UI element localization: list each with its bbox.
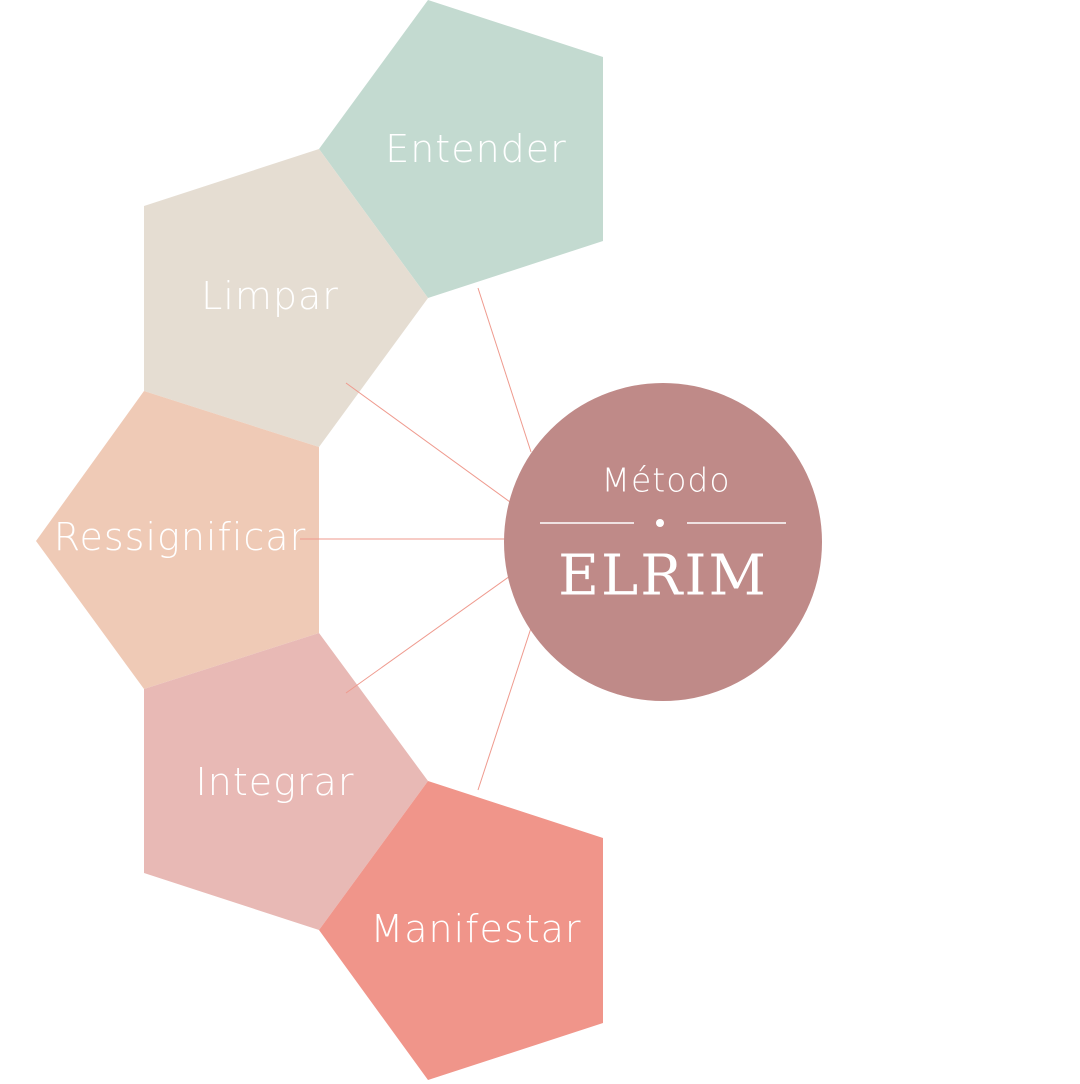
step-label-entender: Entender <box>385 127 567 171</box>
center-brand-logo: ELRIM <box>558 543 768 609</box>
pentagon-entender[interactable] <box>319 0 603 298</box>
step-label-limpar: Limpar <box>201 274 339 318</box>
connector-line-limpar <box>345 382 511 503</box>
center-title: Método <box>601 460 731 500</box>
connector-line-integrar <box>345 575 511 694</box>
center-circle[interactable] <box>504 383 822 701</box>
step-label-manifestar: Manifestar <box>370 907 582 951</box>
connector-line-manifestar <box>477 627 532 791</box>
pentagon-integrar[interactable] <box>144 633 428 930</box>
center-divider-dot <box>656 519 664 527</box>
connector-line-entender <box>477 287 532 453</box>
step-label-ressignificar: Ressignificar <box>53 515 307 559</box>
pentagon-ressignificar[interactable] <box>36 391 319 689</box>
pentagon-manifestar[interactable] <box>319 781 603 1080</box>
pentagon-limpar[interactable] <box>144 149 428 447</box>
step-label-integrar: Integrar <box>195 760 355 804</box>
